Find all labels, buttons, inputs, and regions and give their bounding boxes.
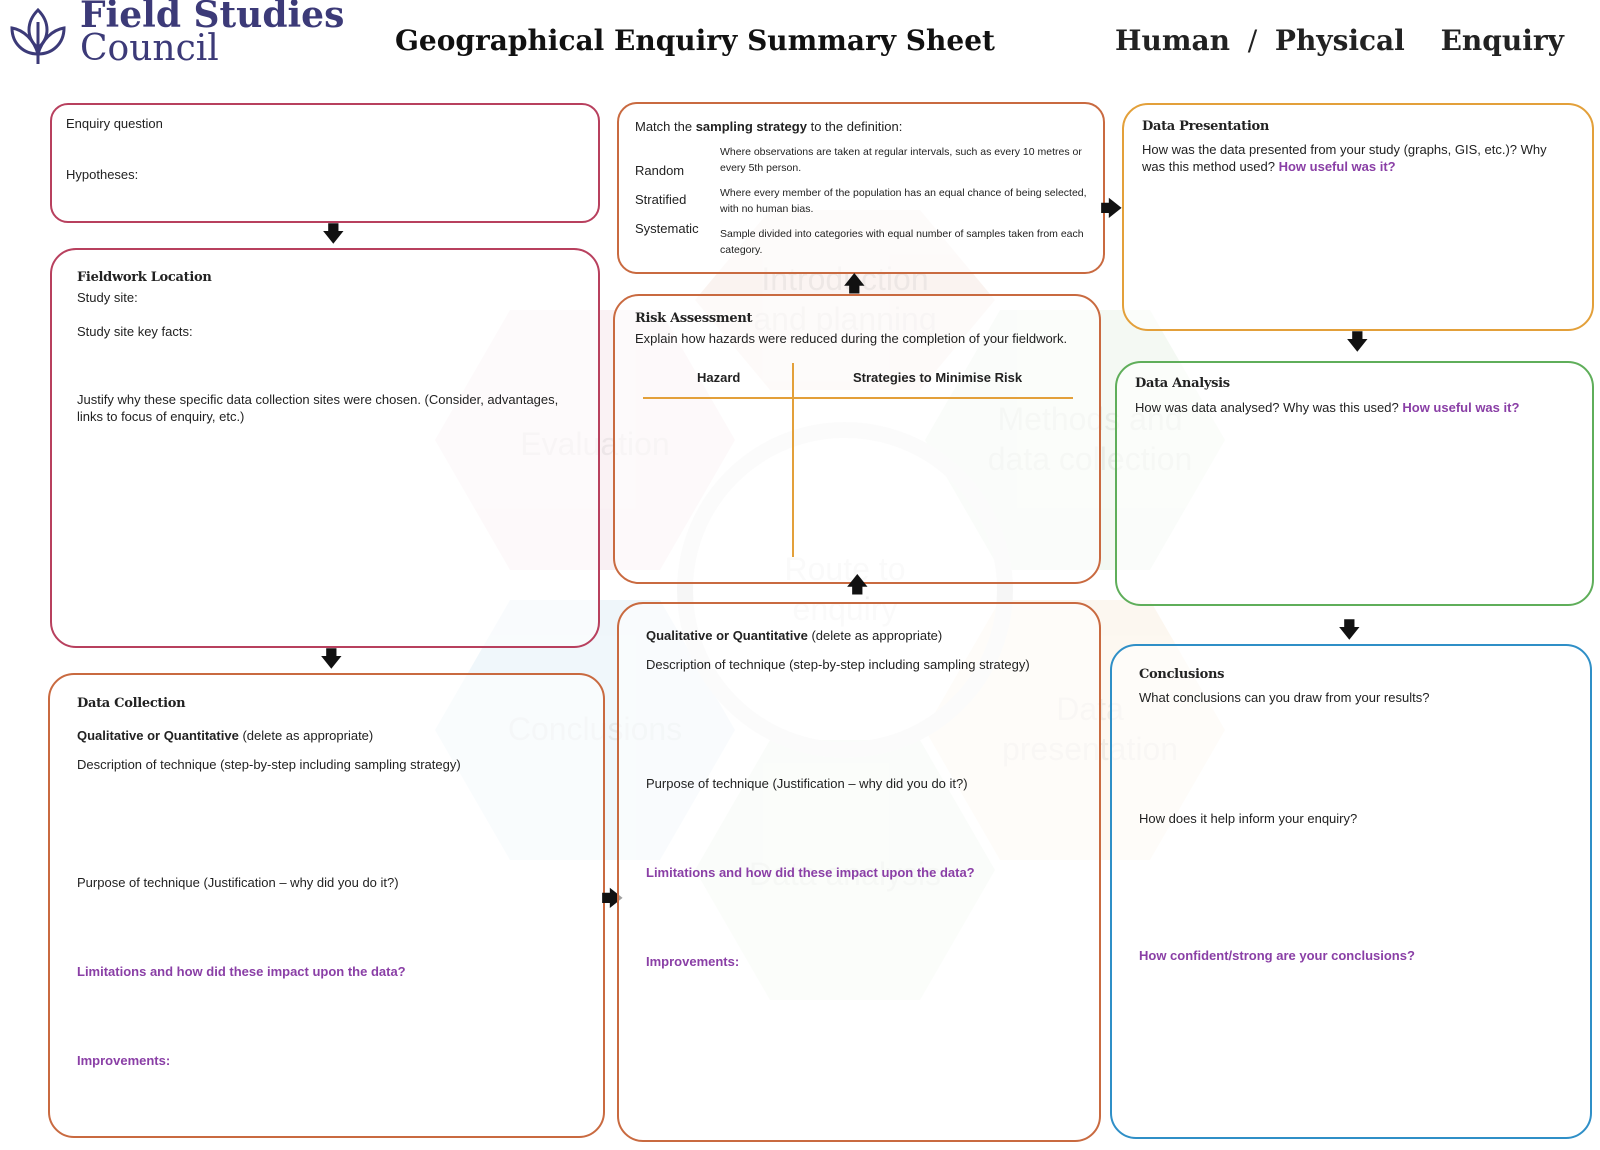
purpose-label: Purpose of technique (Justification – wh…: [77, 875, 399, 890]
table-header-rule: [643, 397, 1073, 399]
arrow-down-icon: 🡇: [320, 646, 343, 671]
improvements-label: Improvements:: [77, 1053, 171, 1068]
arrow-up-icon: 🡅: [846, 572, 869, 597]
enquiry-type: Human / Physical Enquiry: [1115, 24, 1564, 57]
limitations-label: Limitations and how did these impact upo…: [77, 964, 406, 979]
presentation-question: How was the data presented from your stu…: [1142, 142, 1547, 174]
logo-text-line2: Council: [80, 28, 219, 69]
logo-text-line1: Field Studies: [80, 0, 345, 36]
sampling-strategy-box[interactable]: Match the sampling strategy to the defin…: [617, 102, 1105, 274]
definition-1[interactable]: Where observations are taken at regular …: [720, 146, 1082, 174]
presentation-heading: Data Presentation: [1142, 119, 1269, 134]
qual-quant-bold[interactable]: Qualitative or Quantitative: [77, 728, 239, 743]
sampling-intro: Match the sampling strategy to the defin…: [635, 118, 902, 135]
enquiry-question-label: Enquiry question: [66, 116, 163, 131]
hypotheses-label: Hypotheses:: [66, 167, 139, 182]
description-label-2: Description of technique (step-by-step i…: [646, 657, 1030, 672]
purpose-label-2: Purpose of technique (Justification – wh…: [646, 776, 968, 791]
analysis-question: How was data analysed? Why was this used…: [1135, 400, 1399, 415]
risk-assessment-box[interactable]: Risk Assessment Explain how hazards were…: [613, 294, 1101, 584]
sampling-intro-pre: Match the: [635, 119, 696, 134]
conclusions-q3: How confident/strong are your conclusion…: [1139, 948, 1415, 963]
risk-intro: Explain how hazards were reduced during …: [635, 331, 1068, 346]
limitations-label-2: Limitations and how did these impact upo…: [646, 865, 975, 880]
key-facts-label: Study site key facts:: [77, 324, 193, 339]
data-collection-heading: Data Collection: [77, 696, 186, 711]
qual-quant-rest-2: (delete as appropriate): [807, 628, 943, 643]
arrow-down-icon: 🡇: [322, 221, 345, 246]
arrow-down-icon: 🡇: [1346, 329, 1369, 354]
technique-two-box[interactable]: Qualitative or Quantitative (delete as a…: [617, 602, 1101, 1142]
qual-quant-rest: (delete as appropriate): [238, 728, 374, 743]
sampling-intro-bold: sampling strategy: [695, 119, 807, 134]
improvements-label-2: Improvements:: [646, 954, 740, 969]
enquiry-type-physical[interactable]: Physical: [1274, 24, 1405, 57]
strategies-column-header: Strategies to Minimise Risk: [853, 370, 1023, 385]
enquiry-type-word: Enquiry: [1440, 24, 1564, 57]
fieldwork-heading: Fieldwork Location: [77, 270, 212, 285]
arrow-right-icon: 🡆: [1100, 196, 1123, 221]
analysis-text: How was data analysed? Why was this used…: [1135, 399, 1575, 416]
conclusions-q2: How does it help inform your enquiry?: [1139, 811, 1358, 826]
presentation-useful: How useful was it?: [1278, 159, 1396, 174]
table-column-rule: [792, 363, 794, 557]
sampling-intro-post: to the definition:: [806, 119, 903, 134]
qual-quant-bold-2[interactable]: Qualitative or Quantitative: [646, 628, 808, 643]
study-site-label: Study site:: [77, 290, 138, 305]
term-systematic[interactable]: Systematic: [635, 221, 699, 236]
enquiry-type-human[interactable]: Human: [1115, 24, 1230, 57]
description-label: Description of technique (step-by-step i…: [77, 757, 461, 772]
arrow-up-icon: 🡅: [843, 271, 866, 296]
fsc-logo: Field Studies Council: [4, 0, 344, 70]
qual-quant-line-2: Qualitative or Quantitative (delete as a…: [646, 627, 942, 644]
page-title: Geographical Enquiry Summary Sheet: [395, 24, 995, 57]
hazard-column-header: Hazard: [697, 370, 741, 385]
term-random[interactable]: Random: [635, 163, 685, 178]
enquiry-type-slash: /: [1247, 24, 1258, 57]
risk-heading: Risk Assessment: [635, 311, 753, 326]
data-presentation-box[interactable]: Data Presentation How was the data prese…: [1122, 103, 1594, 331]
conclusions-box[interactable]: Conclusions What conclusions can you dra…: [1110, 644, 1592, 1139]
analysis-heading: Data Analysis: [1135, 376, 1230, 391]
term-stratified[interactable]: Stratified: [635, 192, 687, 207]
enquiry-question-box[interactable]: Enquiry question Hypotheses:: [50, 103, 600, 223]
arrow-down-icon: 🡇: [1338, 617, 1361, 642]
leaf-logo-icon: [10, 7, 66, 64]
definition-3[interactable]: Sample divided into categories with equa…: [720, 228, 1084, 256]
fieldwork-location-box[interactable]: Fieldwork Location Study site: Study sit…: [50, 248, 600, 648]
conclusions-heading: Conclusions: [1139, 667, 1225, 682]
presentation-text: How was the data presented from your stu…: [1142, 141, 1572, 175]
analysis-useful: How useful was it?: [1402, 400, 1520, 415]
data-collection-box[interactable]: Data Collection Qualitative or Quantitat…: [48, 673, 605, 1138]
qual-quant-line: Qualitative or Quantitative (delete as a…: [77, 727, 373, 744]
definition-2[interactable]: Where every member of the population has…: [720, 187, 1087, 215]
justify-label: Justify why these specific data collecti…: [77, 392, 559, 424]
data-analysis-box[interactable]: Data Analysis How was data analysed? Why…: [1115, 361, 1594, 606]
conclusions-q1: What conclusions can you draw from your …: [1139, 690, 1430, 705]
